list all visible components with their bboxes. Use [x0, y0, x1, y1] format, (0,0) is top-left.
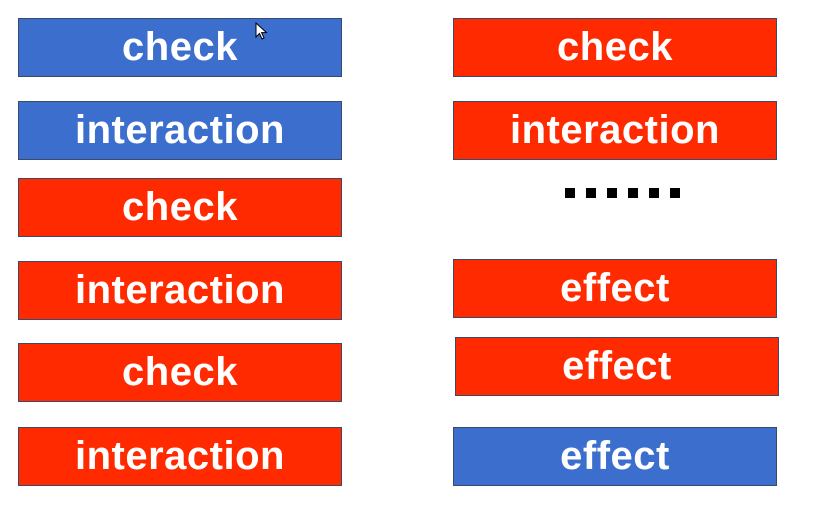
right-box-label: interaction [510, 108, 720, 152]
left-box-label: interaction [75, 434, 285, 478]
right-box-interaction: interaction [453, 101, 777, 160]
left-box-interaction-2: interaction [18, 261, 342, 320]
right-box-effect-2: effect [455, 337, 779, 396]
left-box-check-1: check [18, 18, 342, 77]
left-box-check-3: check [18, 343, 342, 402]
mouse-pointer-icon [255, 22, 268, 40]
left-box-check-2: check [18, 178, 342, 237]
left-box-interaction-3: interaction [18, 427, 342, 486]
right-box-effect-1: effect [453, 259, 777, 318]
ellipsis-dot [607, 188, 617, 198]
left-box-label: interaction [75, 268, 285, 312]
ellipsis-dot [586, 188, 596, 198]
left-box-label: check [122, 185, 238, 229]
left-box-label: check [122, 25, 238, 69]
right-box-label: effect [560, 266, 670, 310]
ellipsis-dot [565, 188, 575, 198]
right-box-label: check [557, 25, 673, 69]
left-box-interaction-1: interaction [18, 101, 342, 160]
right-box-effect-3: effect [453, 427, 777, 486]
ellipsis-dot [628, 188, 638, 198]
left-box-label: check [122, 350, 238, 394]
ellipsis-dot [649, 188, 659, 198]
ellipsis-dot [670, 188, 680, 198]
ellipsis-dots-icon [565, 188, 680, 198]
right-box-label: effect [560, 434, 670, 478]
right-box-label: effect [562, 344, 672, 388]
right-box-check: check [453, 18, 777, 77]
left-box-label: interaction [75, 108, 285, 152]
